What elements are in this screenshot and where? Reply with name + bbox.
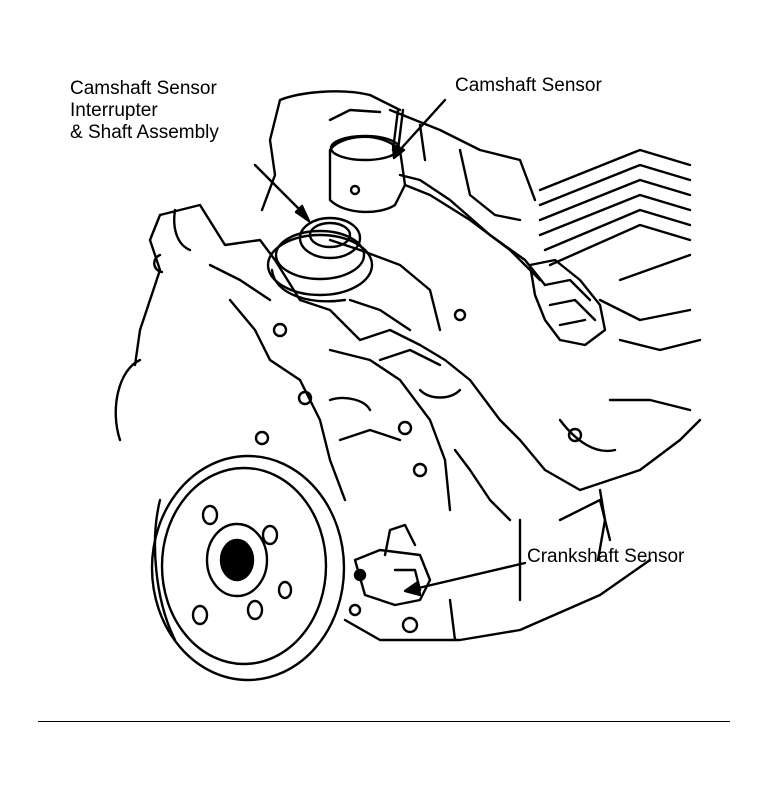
oil-pan bbox=[343, 488, 652, 642]
camshaft-interrupter-label-line3: & Shaft Assembly bbox=[70, 122, 219, 143]
interrupter-ring bbox=[266, 216, 374, 303]
camshaft-interrupter-label: Camshaft Sensor Interrupter & Shaft Asse… bbox=[70, 78, 219, 144]
camshaft-interrupter-label-line2: Interrupter bbox=[70, 100, 158, 121]
crankshaft-sensor-label: Crankshaft Sensor bbox=[527, 546, 685, 567]
leader-arrows bbox=[253, 98, 527, 597]
camshaft-sensor-body bbox=[328, 108, 547, 287]
crankshaft-sensor-body bbox=[348, 523, 432, 634]
camshaft-interrupter-label-line1: Camshaft Sensor bbox=[70, 78, 217, 99]
camshaft-sensor-label: Camshaft Sensor bbox=[455, 75, 602, 96]
camshaft-sensor-connector bbox=[528, 258, 607, 347]
crankshaft-pulley bbox=[150, 454, 346, 682]
valve-cover-fins bbox=[538, 148, 702, 453]
bottom-divider bbox=[38, 721, 730, 722]
engine-block bbox=[114, 203, 702, 522]
